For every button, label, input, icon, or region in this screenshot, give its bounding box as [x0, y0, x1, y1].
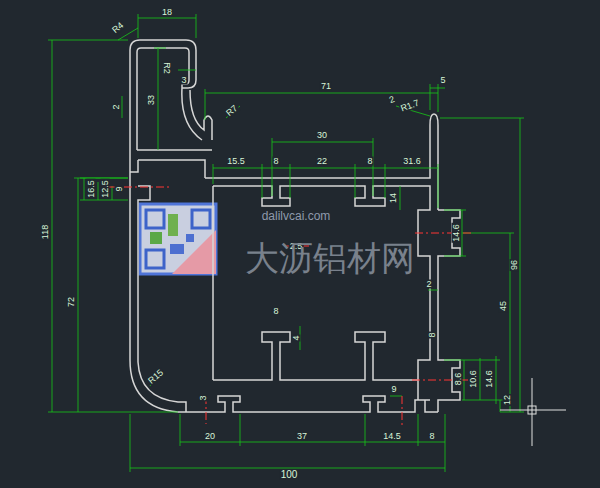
qr-finder [192, 210, 210, 228]
qr-cell [150, 232, 162, 244]
dimension-value: 5 [439, 76, 446, 85]
qr-code [140, 204, 216, 274]
dimension-value: 33 [147, 94, 156, 106]
dimension-value: 10.6 [469, 369, 478, 389]
dimension-value: 2 [425, 280, 432, 289]
dimension-value: 14.5 [382, 432, 402, 441]
center-lines [108, 187, 472, 426]
dimension-value: 3 [199, 394, 208, 401]
dimension-value: 8.6 [454, 372, 463, 387]
qr-cell [170, 244, 184, 254]
dimension-value: 118 [41, 224, 50, 240]
dimension-value: R4 [110, 20, 126, 36]
dimension-value: 14.6 [485, 369, 494, 389]
dimension-value: 22 [316, 157, 328, 166]
profile-outline [130, 40, 460, 412]
qr-cell [186, 234, 194, 242]
qr-finder [146, 210, 164, 228]
dimension-value: 8 [272, 307, 279, 316]
dimension-value: 8 [366, 157, 373, 166]
dimension-value: 8 [428, 331, 437, 338]
dimension-value: 20 [204, 432, 216, 441]
dimension-value: R2 [162, 61, 171, 75]
watermark: 大沥铝材网 [244, 241, 416, 275]
crosshair-cursor [500, 378, 566, 446]
dimension-value: 9 [115, 185, 124, 192]
dimension-value: 2 [112, 103, 121, 110]
dimension-value: 15.5 [226, 157, 246, 166]
dimension-value: 12.5 [101, 179, 110, 199]
dimension-value: 100 [280, 470, 299, 480]
dimension-value: 9 [390, 385, 397, 394]
dimension-value: 96 [510, 259, 519, 271]
watermark: dalilvcai.com [261, 210, 332, 222]
dimension-value: 72 [67, 296, 76, 308]
dimension-value: 8 [272, 157, 279, 166]
dimension-value: 71 [320, 82, 332, 91]
dimension-value: 16.5 [87, 179, 96, 199]
qr-finder [146, 250, 164, 268]
dimension-value: 37 [296, 432, 308, 441]
dimension-lines [48, 14, 524, 472]
qr-cell [168, 214, 178, 236]
dimension-value: 8 [428, 432, 435, 441]
dimension-value: 3 [180, 76, 187, 85]
dimension-value: 31.6 [402, 157, 422, 166]
dimension-value: R1.7 [399, 98, 422, 114]
dimension-value: 30 [316, 131, 328, 140]
dimension-value: 14.6 [452, 223, 461, 243]
qr-frame [140, 204, 216, 274]
dimension-value: 4 [292, 334, 301, 341]
dimension-value: 18 [161, 8, 173, 17]
cursor-lines [500, 378, 566, 446]
dimension-value: R7 [224, 103, 240, 119]
dimension-value: 14 [389, 192, 398, 204]
dimension-value: 2 [387, 95, 397, 106]
dimension-value: 12 [503, 394, 512, 406]
dimension-value: R15 [146, 368, 166, 387]
cursor-box [528, 406, 536, 414]
dimension-value: 45 [499, 300, 508, 312]
